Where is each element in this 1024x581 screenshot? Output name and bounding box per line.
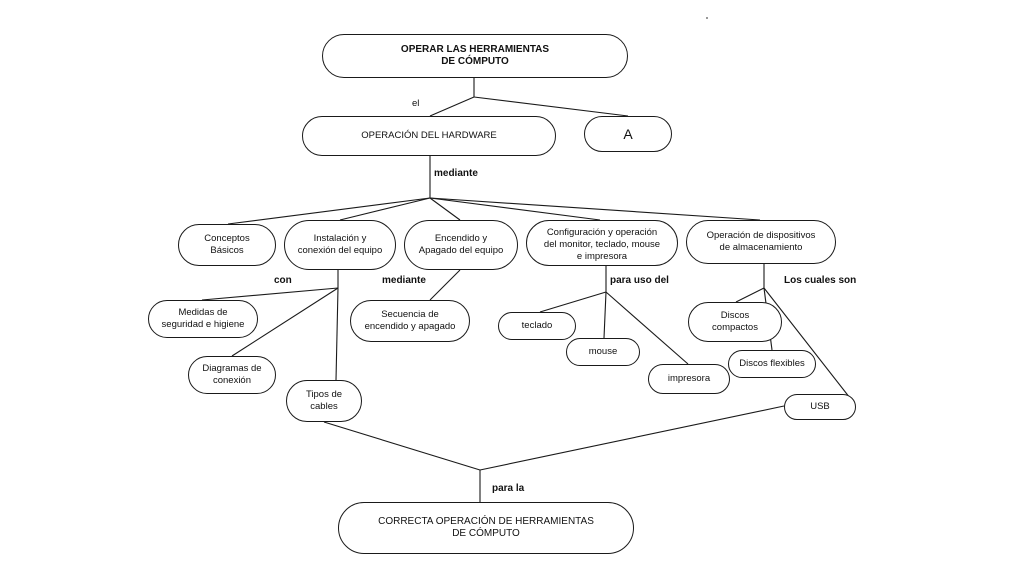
label-el: el bbox=[412, 98, 420, 109]
node-diagramas-conexion: Diagramas de conexión bbox=[188, 356, 276, 394]
node-operacion-hardware: OPERACIÓN DEL HARDWARE bbox=[302, 116, 556, 156]
label-mediante-encendido: mediante bbox=[382, 275, 426, 286]
node-impresora: impresora bbox=[648, 364, 730, 394]
connector-line bbox=[605, 291, 689, 365]
connector-line bbox=[429, 197, 761, 221]
node-conceptos-basicos: Conceptos Básicos bbox=[178, 224, 276, 266]
node-instalacion: Instalación y conexión del equipo bbox=[284, 220, 396, 270]
image-speck bbox=[706, 17, 708, 19]
connector-line bbox=[429, 197, 461, 221]
node-usb: USB bbox=[784, 394, 856, 420]
label-los-cuales-son: Los cuales son bbox=[784, 275, 857, 286]
connector-line bbox=[429, 269, 461, 301]
node-mouse: mouse bbox=[566, 338, 640, 366]
connector-line bbox=[763, 287, 851, 399]
connector-line bbox=[539, 291, 607, 313]
connector-line bbox=[323, 421, 481, 471]
connector-line bbox=[429, 96, 475, 117]
connector-line bbox=[227, 197, 431, 225]
connector-line bbox=[429, 197, 601, 221]
node-medidas-seguridad: Medidas de seguridad e higiene bbox=[148, 300, 258, 338]
node-secuencia: Secuencia de encendido y apagado bbox=[350, 300, 470, 342]
connector-line bbox=[335, 287, 339, 381]
node-encendido: Encendido y Apagado del equipo bbox=[404, 220, 518, 270]
label-con: con bbox=[274, 275, 292, 286]
label-para-la: para la bbox=[492, 483, 525, 494]
node-dispositivos: Operación de dispositivos de almacenamie… bbox=[686, 220, 836, 264]
node-correcta-operacion: CORRECTA OPERACIÓN DE HERRAMIENTAS DE CÓ… bbox=[338, 502, 634, 554]
label-para-uso-del: para uso del bbox=[610, 275, 669, 286]
node-a: A bbox=[584, 116, 672, 152]
node-discos-compactos: Discos compactos bbox=[688, 302, 782, 342]
connector-line bbox=[201, 287, 339, 301]
connector-line bbox=[339, 197, 431, 221]
connector-line bbox=[603, 291, 607, 339]
connector-line bbox=[735, 287, 765, 303]
connector-line bbox=[479, 405, 785, 471]
connector-line bbox=[473, 96, 629, 117]
node-tipos-cables: Tipos de cables bbox=[286, 380, 362, 422]
node-discos-flexibles: Discos flexibles bbox=[728, 350, 816, 378]
node-operar-herramientas: OPERAR LAS HERRAMIENTAS DE CÓMPUTO bbox=[322, 34, 628, 78]
node-configuracion: Configuración y operación del monitor, t… bbox=[526, 220, 678, 266]
node-teclado: teclado bbox=[498, 312, 576, 340]
label-mediante-hardware: mediante bbox=[434, 168, 478, 179]
connector-line bbox=[231, 287, 339, 357]
